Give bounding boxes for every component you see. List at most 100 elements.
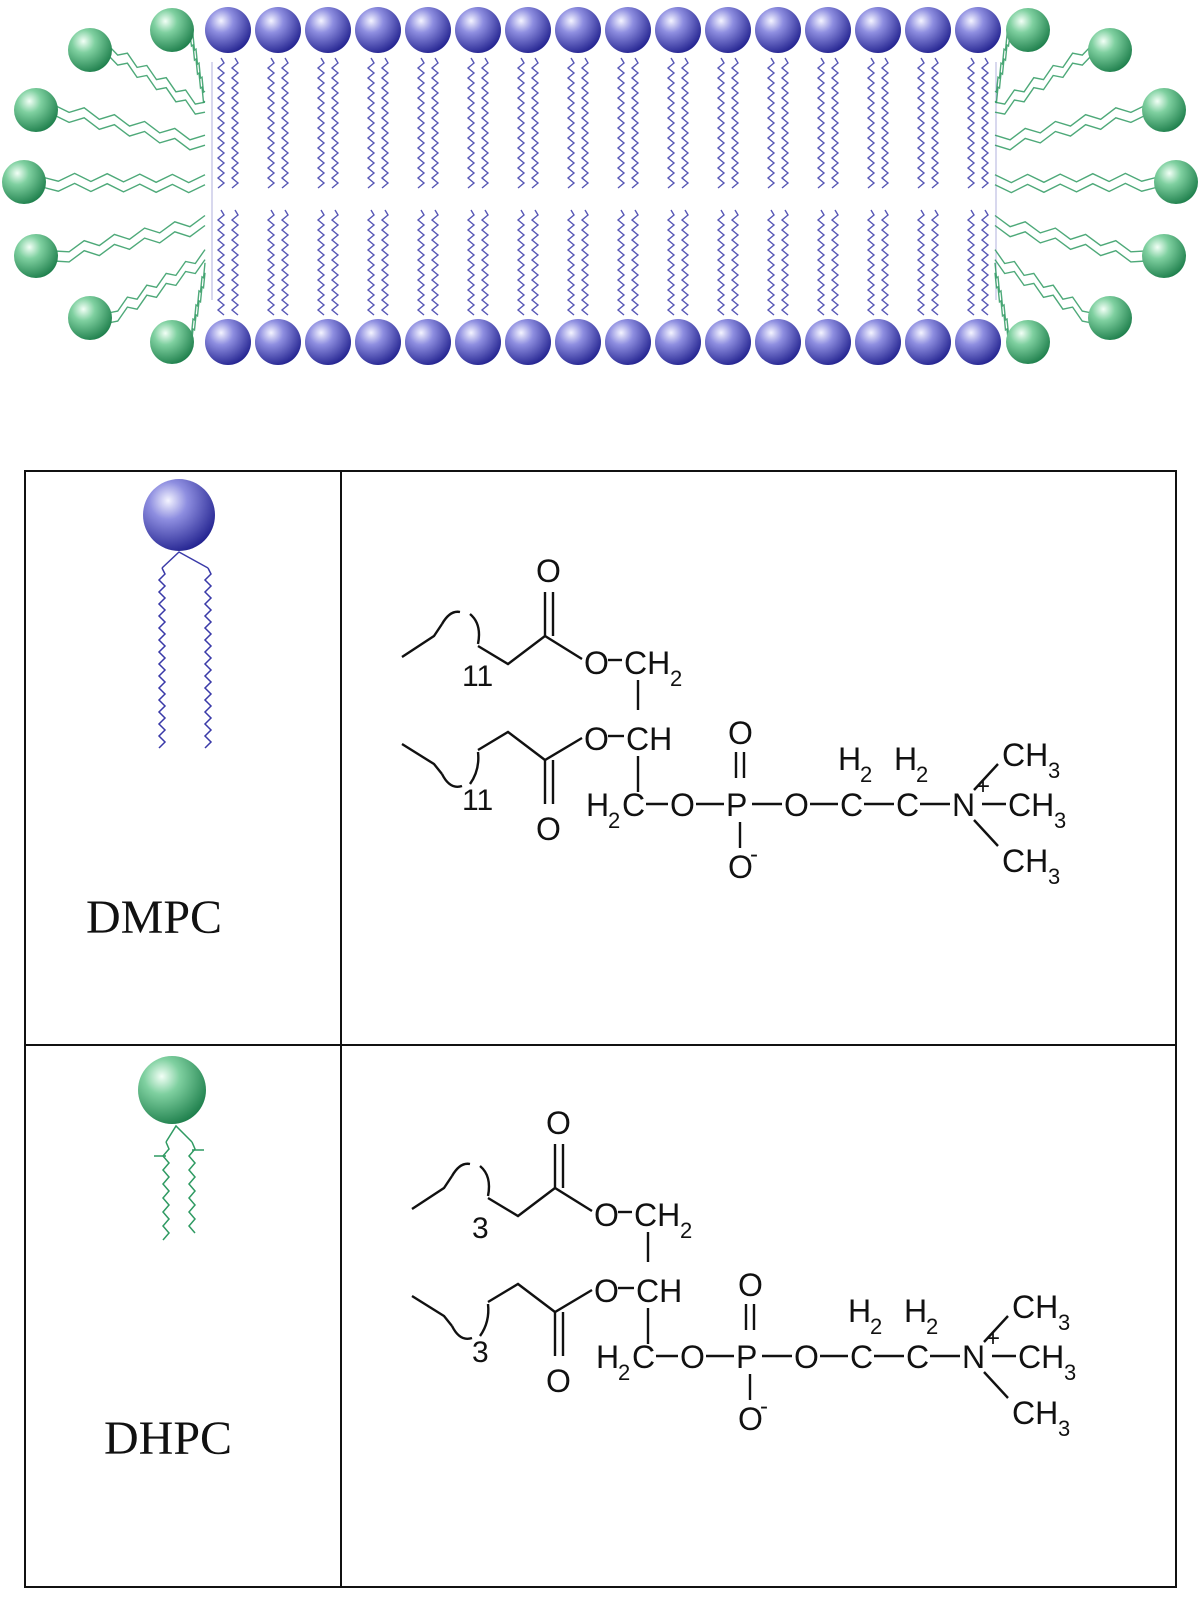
dmpc-tail	[766, 209, 776, 316]
dhpc-headgroup	[14, 234, 58, 278]
dmpc-tail	[430, 57, 440, 189]
dhpc-headgroup	[150, 320, 194, 364]
dhpc-tail	[189, 34, 206, 104]
dmpc-tail	[880, 57, 890, 189]
dmpc-headgroup	[355, 319, 401, 365]
chain-repeat-count-bottom: 3	[472, 1336, 489, 1369]
dhpc-tail	[994, 54, 1093, 115]
dmpc-headgroup	[655, 7, 701, 53]
dhpc-tail	[994, 214, 1147, 253]
methyl-top: CH	[1012, 1289, 1058, 1325]
dhpc-tail	[994, 224, 1147, 263]
dmpc-headgroup	[605, 7, 651, 53]
chain-bond	[401, 742, 443, 775]
choline-ester-oxygen: O	[784, 787, 809, 823]
h2c-h: H	[596, 1339, 619, 1375]
h2-label-2: H	[894, 741, 917, 777]
dhpc-tails	[41, 24, 1159, 348]
dhpc-headgroup	[1154, 160, 1198, 204]
minus-charge: -	[750, 841, 758, 868]
repeat-bracket	[450, 1162, 471, 1177]
ch2-subscript: 2	[680, 1218, 692, 1243]
dmpc-tail	[230, 57, 240, 189]
h2-subscript-2: 2	[926, 1314, 938, 1339]
dhpc-tail	[41, 182, 206, 194]
dhpc-tail	[994, 104, 1147, 141]
dmpc-tail	[416, 209, 426, 316]
dmpc-tail	[830, 209, 840, 316]
methyl-right-subscript: 3	[1054, 808, 1066, 833]
repeat-bracket	[479, 1165, 491, 1197]
dmpc-tail	[630, 57, 640, 189]
dmpc-tail	[616, 57, 626, 189]
dhpc-headgroup	[1142, 88, 1186, 132]
dmpc-tail	[816, 209, 826, 316]
methyl-right: CH	[1008, 787, 1054, 823]
dmpc-headgroup	[705, 319, 751, 365]
dmpc-tail	[916, 57, 926, 189]
dmpc-tail	[816, 57, 826, 189]
chain-bond	[487, 1282, 593, 1314]
dmpc-tail	[380, 57, 390, 189]
dmpc-tail	[266, 209, 276, 316]
carbonyl-oxygen-bottom: O	[536, 811, 561, 847]
dmpc-tail	[330, 209, 340, 316]
dhpc-tail	[53, 224, 206, 263]
dmpc-headgroup	[555, 7, 601, 53]
ch-label: CH	[636, 1273, 682, 1309]
dmpc-tail	[730, 209, 740, 316]
dmpc-headgroup	[455, 319, 501, 365]
methyl-top-subscript: 3	[1058, 1310, 1070, 1335]
dmpc-headgroup	[605, 319, 651, 365]
dmpc-tail	[480, 57, 490, 189]
dmpc-headgroup	[255, 319, 301, 365]
dhpc-headgroup	[1088, 28, 1132, 72]
dmpc-headgroup	[805, 319, 851, 365]
h2-label-1: H	[848, 1293, 871, 1329]
dhpc-tail	[994, 34, 1011, 104]
repeat-bracket	[450, 1325, 473, 1340]
dmpc-headgroup	[705, 7, 751, 53]
dmpc-headgroup	[305, 319, 351, 365]
h2c-subscript: 2	[608, 808, 620, 833]
dmpc-tail	[330, 57, 340, 189]
dmpc-tail	[530, 209, 540, 316]
dmpc-headgroup	[755, 7, 801, 53]
dmpc-headgroup	[555, 319, 601, 365]
bond	[973, 819, 999, 847]
dhpc-glycerol-icon	[154, 1124, 204, 1157]
methylene-carbon-2: C	[906, 1339, 929, 1375]
dhpc-tail	[41, 172, 206, 184]
dmpc-tail	[480, 209, 490, 316]
methylene-carbon-2: C	[896, 787, 919, 823]
dmpc-tail	[366, 57, 376, 189]
dhpc-tail	[107, 249, 206, 314]
dmpc-headgroup	[355, 7, 401, 53]
ch2-subscript: 2	[670, 666, 682, 691]
dhpc-tail	[107, 259, 206, 324]
dmpc-tail	[466, 57, 476, 189]
phosphate-anion-oxygen: O	[728, 849, 753, 885]
dmpc-headgroup	[505, 7, 551, 53]
dmpc-tail	[216, 57, 226, 189]
repeat-bracket	[469, 751, 480, 785]
ammonium-nitrogen: N	[962, 1339, 985, 1375]
dmpc-headgroup	[905, 319, 951, 365]
dmpc-tail	[980, 209, 990, 316]
dhpc-headgroup	[1142, 234, 1186, 278]
chain-bond	[487, 1186, 593, 1218]
dmpc-headgroup-icon	[143, 479, 215, 551]
dmpc-headgroup	[255, 7, 301, 53]
dmpc-tail	[680, 209, 690, 316]
dmpc-tail	[316, 57, 326, 189]
ester-oxygen-mid: O	[584, 721, 609, 757]
ester-oxygen-top: O	[584, 645, 609, 681]
dmpc-tail	[716, 209, 726, 316]
dhpc-tail	[107, 44, 206, 105]
dmpc-headgroup	[405, 319, 451, 365]
dmpc-tail	[566, 209, 576, 316]
phosphate-ester-oxygen: O	[680, 1339, 705, 1375]
dmpc-tail	[966, 57, 976, 189]
